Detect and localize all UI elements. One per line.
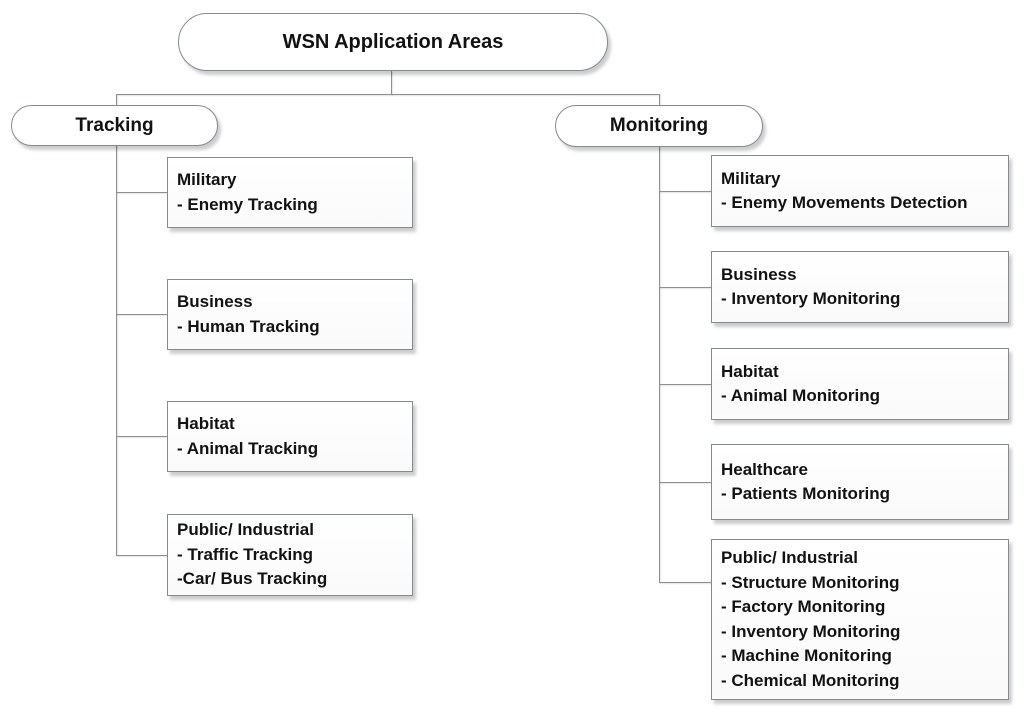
category-title: Military [177,170,237,189]
category-box-tracking-military: Military - Enemy Tracking [167,157,413,228]
connector-stub-tracking-public [116,555,167,556]
category-box-monitoring-public-industrial: Public/ Industrial - Structure Monitorin… [711,539,1009,700]
category-item: - Enemy Tracking [177,194,318,214]
category-title: Healthcare [721,459,808,479]
category-box-tracking-business: Business - Human Tracking [167,279,413,350]
connector-stub-monitoring-public [659,582,711,583]
branch-pill-monitoring: Monitoring [555,105,763,147]
category-item: - Structure Monitoring [721,572,900,592]
category-title: Business [721,264,797,284]
category-title: Habitat [177,414,235,433]
connector-root-drop [391,71,392,95]
connector-stub-tracking-habitat [116,436,167,437]
category-item: - Traffic Tracking [177,544,314,564]
category-item: - Factory Monitoring [721,597,886,616]
category-box-monitoring-habitat: Habitat - Animal Monitoring [711,348,1009,420]
connector-stub-monitoring-military [659,191,711,192]
category-item: - Enemy Movements Detection [721,193,968,212]
branch-pill-monitoring-label: Monitoring [609,115,709,136]
connector-top-horizontal [116,94,660,95]
category-item: - Machine Monitoring [721,646,892,665]
category-title: Business [177,292,253,311]
category-box-monitoring-military: Military - Enemy Movements Detection [711,155,1009,227]
category-item: - Animal Monitoring [721,386,880,405]
connector-stub-monitoring-habitat [659,384,711,385]
branch-pill-tracking-label: Tracking [75,114,154,136]
category-item: -Car/ Bus Tracking [177,569,328,589]
category-box-monitoring-business: Business - Inventory Monitoring [711,251,1009,323]
connector-stub-monitoring-business [659,287,711,288]
category-item: - Patients Monitoring [721,484,891,503]
category-item: - Animal Tracking [177,438,319,458]
connector-monitoring-trunk [659,94,660,582]
connector-stub-monitoring-healthcare [659,482,711,483]
connector-tracking-trunk [116,94,117,555]
category-item: - Inventory Monitoring [721,621,901,641]
category-title: Habitat [721,361,779,381]
category-title: Public/ Industrial [721,548,858,567]
category-box-tracking-habitat: Habitat - Animal Tracking [167,401,413,472]
connector-stub-tracking-business [116,314,167,315]
root-node-label: WSN Application Areas [282,30,504,53]
connector-stub-tracking-military [116,192,167,193]
category-box-tracking-public-industrial: Public/ Industrial - Traffic Tracking -C… [167,514,413,596]
category-item: - Inventory Monitoring [721,289,901,308]
category-title: Military [721,168,781,188]
category-item: - Chemical Monitoring [721,670,900,690]
root-node: WSN Application Areas [178,13,608,71]
category-title: Public/ Industrial [177,520,314,540]
category-box-monitoring-healthcare: Healthcare - Patients Monitoring [711,444,1009,520]
branch-pill-tracking: Tracking [11,105,218,146]
category-item: - Human Tracking [177,316,320,336]
